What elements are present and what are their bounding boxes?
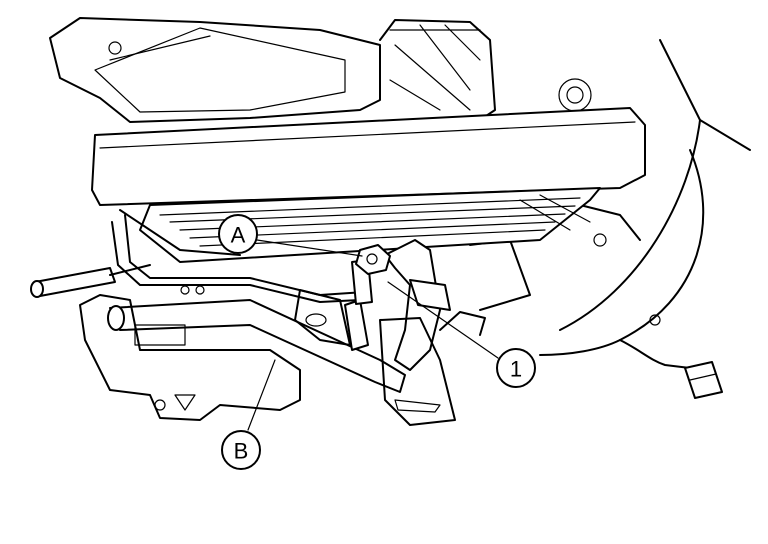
heater-hoses — [30, 214, 451, 393]
mounting-bracket — [79, 244, 486, 426]
callout-a-label: A — [231, 223, 246, 248]
leader-lines — [247, 239, 499, 431]
callout-1-label: 1 — [510, 357, 522, 382]
callout-a: A — [218, 214, 258, 254]
callout-b: B — [221, 430, 261, 470]
callout-b-label: B — [234, 439, 249, 464]
callout-1: 1 — [496, 348, 536, 388]
heater-core — [91, 107, 646, 263]
electrical-connector — [619, 339, 723, 399]
